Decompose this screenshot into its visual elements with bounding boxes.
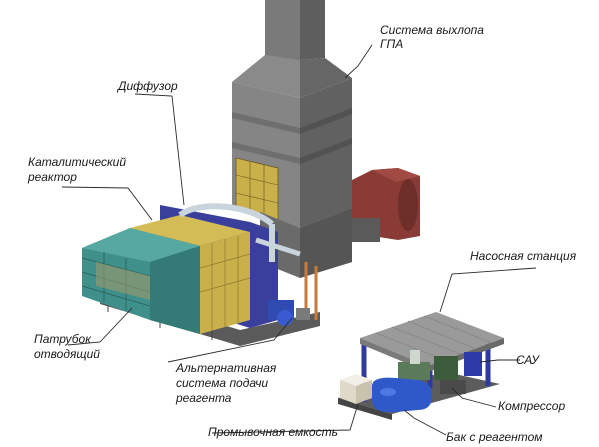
exhaust-stack (232, 0, 420, 278)
callout-labels: Система выхлопа ГПА Диффузор Каталитичес… (27, 23, 577, 444)
label-exhaust: Система выхлопа ГПА (380, 23, 487, 51)
label-outlet: Патрубок отводящий (34, 332, 100, 361)
label-compressor: Компрессор (498, 399, 565, 413)
label-diffuser: Диффузор (116, 79, 178, 93)
label-sau: САУ (516, 353, 540, 367)
pump-station (338, 312, 504, 420)
label-reagent-tank: Бак с реагентом (446, 430, 543, 444)
catalytic-reactor (81, 203, 320, 346)
label-wash-tank: Промывочная емкость (208, 425, 338, 439)
label-reactor: Каталитический реактор (27, 155, 129, 184)
label-alt-supply: Альтернативная система подачи реагента (175, 361, 280, 405)
label-pump-station: Насосная станция (470, 249, 577, 263)
leader-lines (61, 44, 537, 436)
